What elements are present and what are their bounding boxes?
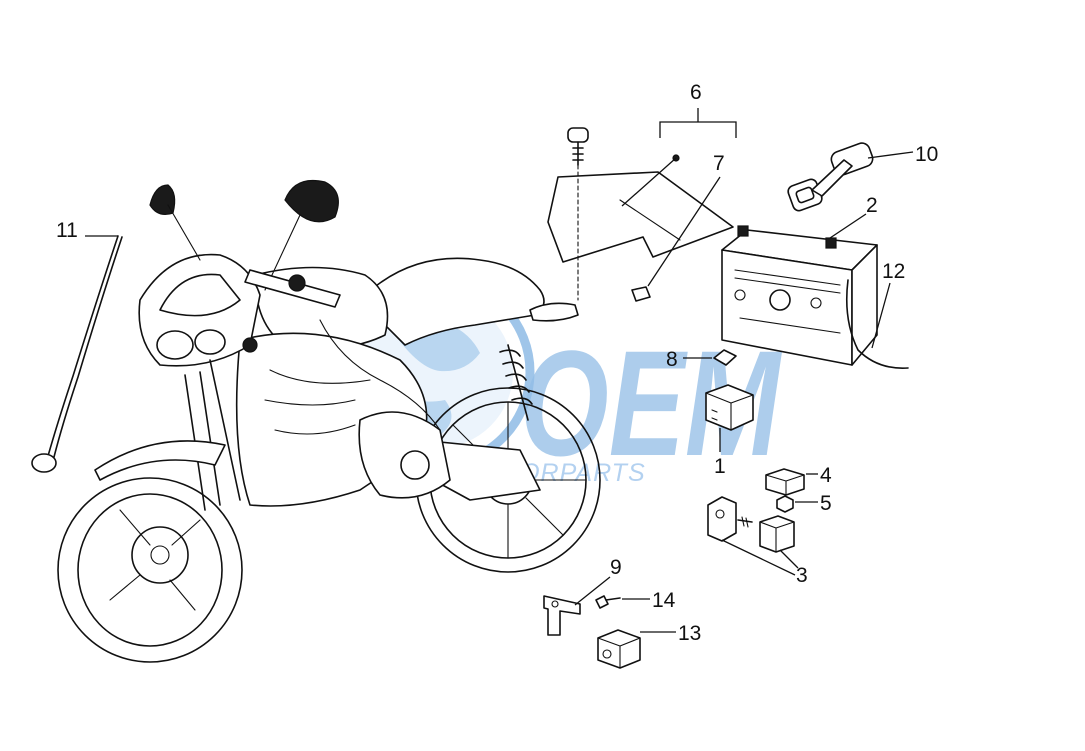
callout-3: 3 [796, 564, 808, 587]
part-7-clip: 7 [631, 152, 725, 302]
front-fender [94, 440, 226, 481]
part-13-relay: 13 [597, 622, 701, 669]
part-11-cable: 11 [31, 219, 123, 473]
callout-14: 14 [652, 589, 676, 612]
part-1-relay: 1 [705, 384, 754, 478]
part-8-clip: 8 [666, 348, 737, 371]
part-4-cap: 4 [765, 464, 832, 496]
callout-4: 4 [820, 464, 832, 487]
callout-10: 10 [915, 143, 938, 166]
part-9-bracket: 9 [543, 556, 622, 636]
motorcycle [57, 179, 601, 663]
front-wheel [57, 477, 243, 663]
part-3-holder: 3 [707, 496, 808, 587]
part-12-tube: 12 [845, 260, 909, 369]
callout-9: 9 [610, 556, 622, 579]
callout-8: 8 [666, 348, 678, 371]
part-5-nut: 5 [776, 492, 832, 515]
callout-1: 1 [714, 455, 726, 478]
seat-tail [359, 257, 545, 346]
part-10-strap: 10 [787, 142, 938, 212]
left-mirror [149, 184, 176, 215]
front-fork [184, 359, 241, 511]
callout-2: 2 [866, 194, 878, 217]
part-6-bracket: 6 [547, 81, 737, 301]
callout-7: 7 [713, 152, 725, 175]
rear-shock [499, 344, 533, 421]
right-mirror [284, 179, 339, 223]
callout-6: 6 [690, 81, 702, 104]
callout-12: 12 [882, 260, 905, 283]
callout-5: 5 [820, 492, 832, 515]
callout-13: 13 [678, 622, 701, 645]
callout-11: 11 [56, 219, 78, 242]
part-14-screw: 14 [595, 589, 676, 612]
part-2-battery: 2 [721, 194, 878, 366]
